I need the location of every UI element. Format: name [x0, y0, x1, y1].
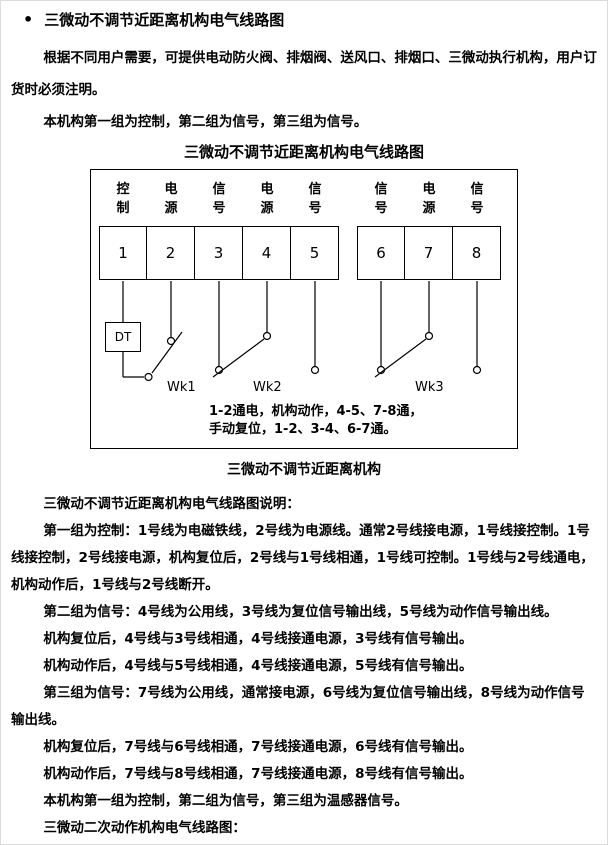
switch-label-wk2: Wk2 — [253, 380, 282, 395]
explain-paragraph-8: 机构动作后，7号线与8号线相通，7号线接通电源，8号线有信号输出。 — [43, 766, 473, 782]
terminal-3: 3 — [195, 226, 243, 280]
explain-paragraph-9: 本机构第一组为控制，第二组为信号，第三组为温感器信号。 — [43, 793, 408, 809]
terminal-2: 2 — [147, 226, 195, 280]
diagram-note-line-1: 1-2通电，机构动作，4-5、7-8通， — [209, 404, 423, 419]
dt-electromagnet-box: DT — [105, 322, 141, 352]
bullet-icon: • — [23, 9, 34, 29]
terminal-1: 1 — [99, 226, 147, 280]
terminal-label-8: 信号 — [470, 182, 484, 216]
explain-paragraph-10: 三微动二次动作机构电气线路图： — [43, 820, 246, 836]
intro-paragraph-1: 根据不同用户需要，可提供电动防火阀、排烟阀、送风口、排烟口、三微动执行机构，用户… — [11, 50, 597, 98]
terminal-5: 5 — [291, 226, 339, 280]
terminal-label-6: 信号 — [374, 182, 388, 216]
diagram-heading: 三微动不调节近距离机构电气线路图 — [183, 143, 424, 161]
intro-paragraph-2: 本机构第一组为控制，第二组为信号，第三组为信号。 — [43, 114, 368, 130]
terminal-label-4: 电源 — [260, 182, 274, 216]
diagram-note-line-2: 手动复位，1-2、3-4、6-7通。 — [209, 422, 397, 437]
explain-paragraph-1: 三微动不调节近距离机构电气线路图说明： — [43, 496, 300, 512]
diagram-note: 1-2通电，机构动作，4-5、7-8通， 手动复位，1-2、3-4、6-7通。 — [209, 403, 422, 439]
terminal-6: 6 — [357, 226, 405, 280]
switch-label-wk1: Wk1 — [167, 380, 196, 395]
terminal-label-5: 信号 — [308, 182, 322, 216]
terminal-label-3: 信号 — [212, 182, 226, 216]
circuit-diagram: 控制 电源 信号 电源 信号 信号 电源 信号 1 2 3 4 5 6 7 8 — [90, 169, 518, 449]
diagram-caption: 三微动不调节近距离机构 — [227, 462, 381, 478]
terminal-strip-group-1: 1 2 3 4 5 — [99, 226, 339, 280]
terminal-8: 8 — [453, 226, 501, 280]
explain-paragraph-5: 机构动作后，4号线与5号线相通，4号线接通电源，5号线有信号输出。 — [43, 658, 473, 674]
terminal-label-7: 电源 — [422, 182, 436, 216]
terminal-4: 4 — [243, 226, 291, 280]
terminal-label-2: 电源 — [164, 182, 178, 216]
section-title-row: • 三微动不调节近距离机构电气线路图 — [11, 9, 597, 30]
wiring-graphics — [122, 281, 482, 382]
terminal-7: 7 — [405, 226, 453, 280]
explain-paragraph-3: 第二组为信号：4号线为公用线，3号线为复位信号输出线，5号线为动作信号输出线。 — [43, 604, 558, 620]
terminal-strip-group-2: 6 7 8 — [357, 226, 501, 280]
explain-paragraph-7: 机构复位后，7号线与6号线相通，7号线接通电源，6号线有信号输出。 — [43, 739, 473, 755]
explain-paragraph-2: 第一组为控制：1号线为电磁铁线，2号线为电源线。通常2号线接电源，1号线接控制。… — [11, 523, 594, 593]
switch-label-wk3: Wk3 — [415, 380, 444, 395]
explain-paragraph-6: 第三组为信号：7号线为公用线，通常接电源，6号线为复位信号输出线，8号线为动作信… — [11, 685, 585, 728]
terminal-label-1: 控制 — [116, 182, 130, 216]
explain-paragraph-4: 机构复位后，4号线与3号线相通，4号线接通电源，3号线有信号输出。 — [43, 631, 473, 647]
section-title: 三微动不调节近距离机构电气线路图 — [44, 11, 285, 29]
